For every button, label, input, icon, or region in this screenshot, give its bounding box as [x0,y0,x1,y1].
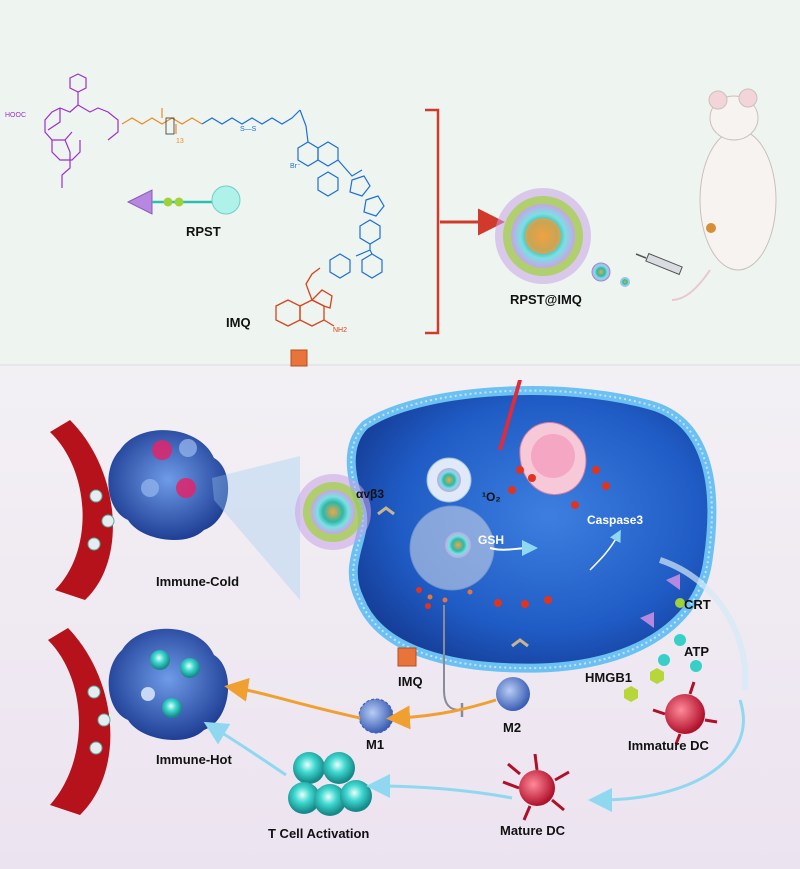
ros-bursts [416,466,610,609]
hmgb1-icon [650,668,664,684]
integrin-receptor-icon [377,506,395,516]
peg-repeat-label: 13 [176,138,184,145]
immune-hot-label: Immune-Hot [156,752,232,767]
hmgb1-icon [624,686,638,702]
caspase-arrow [589,529,621,571]
rpst-schematic-icon [126,185,241,215]
lysosome-nanoparticle [445,532,471,558]
tumor-hot [108,628,229,741]
aie-core-structure [201,109,385,279]
rpst-label: RPST [186,224,221,239]
dc-to-tcell-arrow [366,774,513,800]
zoom-cone [212,456,300,600]
m1-to-tumor-arrow [224,677,361,720]
hmgb1-label: HMGB1 [585,670,632,685]
laser-beam [498,380,522,450]
bromide-label: Br⁻ [290,163,301,170]
caspase3-label: Caspase3 [587,513,644,527]
rpst-imq-nanoparticle [495,188,591,284]
imq-molecule-structure [275,267,335,327]
golgi-apparatus [519,422,587,496]
immature-dc-cell [652,681,718,745]
t-cell-cluster [288,752,372,816]
blood-vessel-hot [48,628,111,815]
crt-dot [675,598,685,608]
blood-vessel-cold [50,420,115,600]
atp-label: ATP [684,644,710,659]
small-nanoparticle [620,277,630,287]
immune-cold-label: Immune-Cold [156,574,240,589]
crt-icon [640,612,654,628]
m1-macrophage [358,698,394,734]
m1-label: M1 [366,737,385,752]
syringe-icon [635,252,683,276]
singlet-oxygen-label: ¹O₂ [482,490,501,504]
atp-icon [690,660,702,672]
m2-to-m1-arrow [386,698,497,730]
mouse-icon [671,88,777,301]
crt-label: CRT [684,597,711,612]
mature-dc-cell [502,753,570,821]
mature-dc-label: Mature DC [500,823,566,838]
rgd-peptide-structure [44,73,119,188]
hooc-label: HOOC [5,112,26,119]
atp-icon [658,654,670,666]
top-panel-background [0,0,800,365]
t-cell-activation-label: T Cell Activation [268,826,370,841]
endocytosed-nanoparticle [437,468,461,492]
small-nanoparticle [591,262,611,282]
gsh-arrow [489,540,538,557]
disulfide-label: S—S [240,126,257,133]
peg-linker-structure [121,108,203,135]
rpst-imq-label: RPST@IMQ [510,292,582,307]
imq-bottom-label: IMQ [398,674,423,689]
crt-icon [666,574,680,590]
atp-icon [674,634,686,646]
immature-dc-label: Immature DC [628,738,709,753]
released-drug-dots [427,589,473,603]
imq-label: IMQ [226,315,251,330]
imq-cube-icon [397,647,417,667]
tcell-to-tumor-arrow [203,721,287,777]
receptor-icon [511,638,529,648]
imq-amine-label: NH2 [333,327,348,334]
m2-label: M2 [503,720,522,735]
integrin-label: αvβ3 [356,487,385,501]
targeting-nanoparticle [295,474,371,550]
dc-maturation-arrow [588,699,745,812]
imq-cube-icon [290,349,308,367]
grouping-bracket [425,108,440,335]
damp-release-swoosh [659,557,749,691]
tumor-cold [108,430,229,541]
gsh-label: GSH [478,533,505,547]
m2-macrophage [496,677,530,711]
tumor-spot [706,223,716,233]
